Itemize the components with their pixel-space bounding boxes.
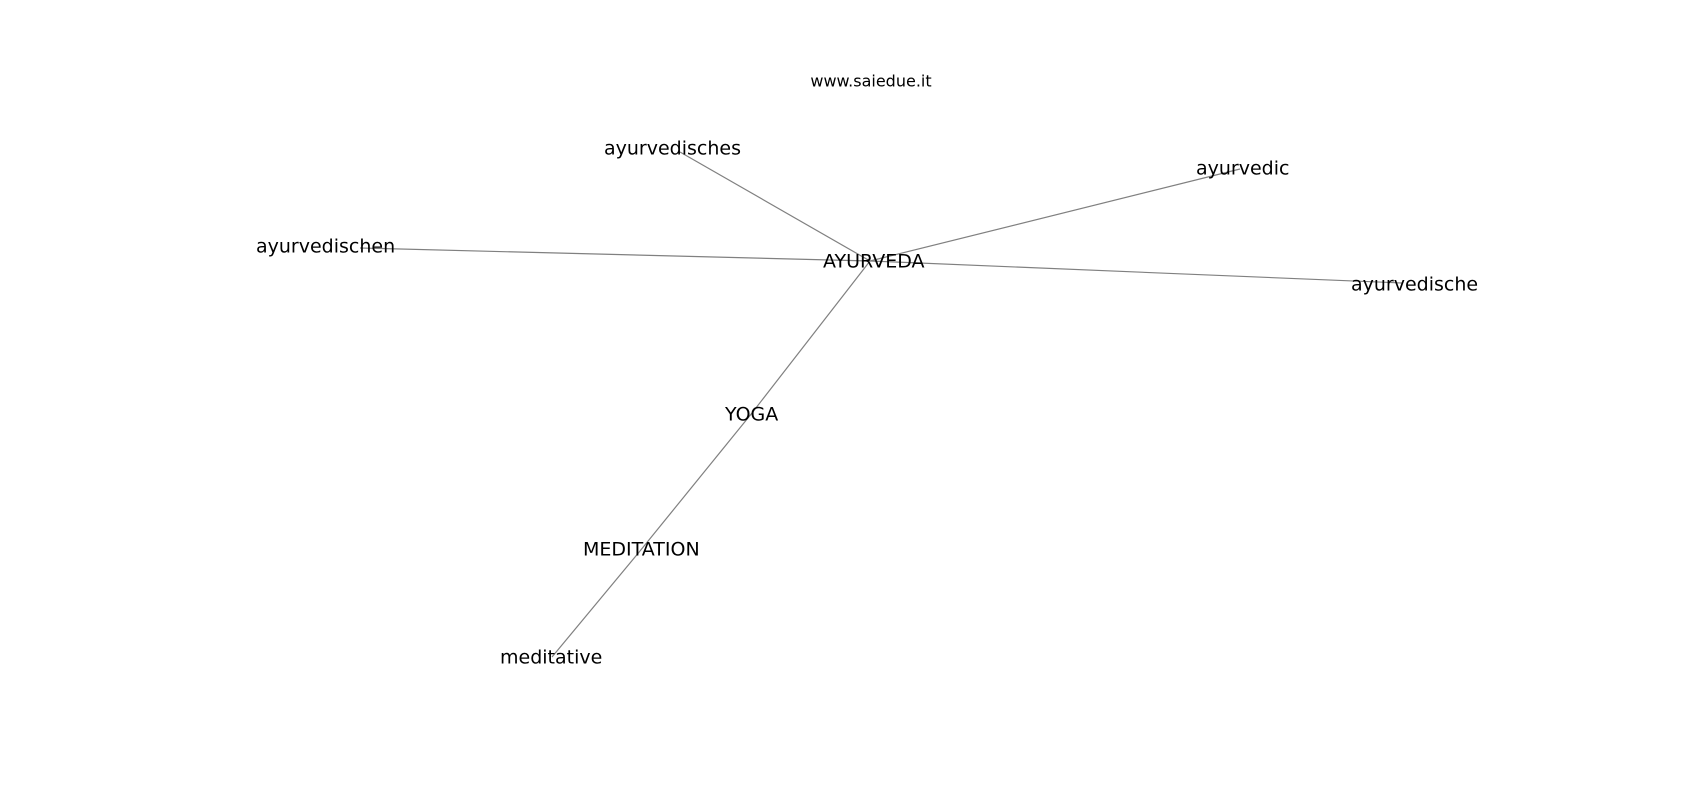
node-label-ayurveda: AYURVEDA (823, 251, 925, 273)
edge-layer (359, 151, 1403, 658)
edge-yoga-meditation (639, 412, 753, 552)
node-label-meditative: meditative (500, 647, 602, 669)
edge-ayurveda-ayurvedische (869, 260, 1403, 284)
watermark-text: www.saiedue.it (810, 72, 931, 91)
node-label-ayurvedische: ayurvedische (1351, 274, 1478, 296)
node-label-ayurvedisches: ayurvedisches (604, 138, 741, 160)
node-label-meditation: MEDITATION (583, 539, 700, 561)
node-label-yoga: YOGA (724, 404, 778, 426)
node-label-ayurvedischen: ayurvedischen (256, 236, 395, 258)
edge-ayurveda-ayurvedic (869, 168, 1241, 262)
edge-ayurveda-ayurvedischen (359, 247, 871, 262)
node-layer: AYURVEDA ayurvedisches ayurvedic ayurvedisc… (256, 138, 1478, 669)
node-label-ayurvedic: ayurvedic (1196, 158, 1289, 180)
edge-ayurveda-yoga (751, 260, 871, 414)
edge-ayurveda-ayurvedisches (679, 151, 871, 262)
edge-meditation-meditative (551, 550, 641, 658)
